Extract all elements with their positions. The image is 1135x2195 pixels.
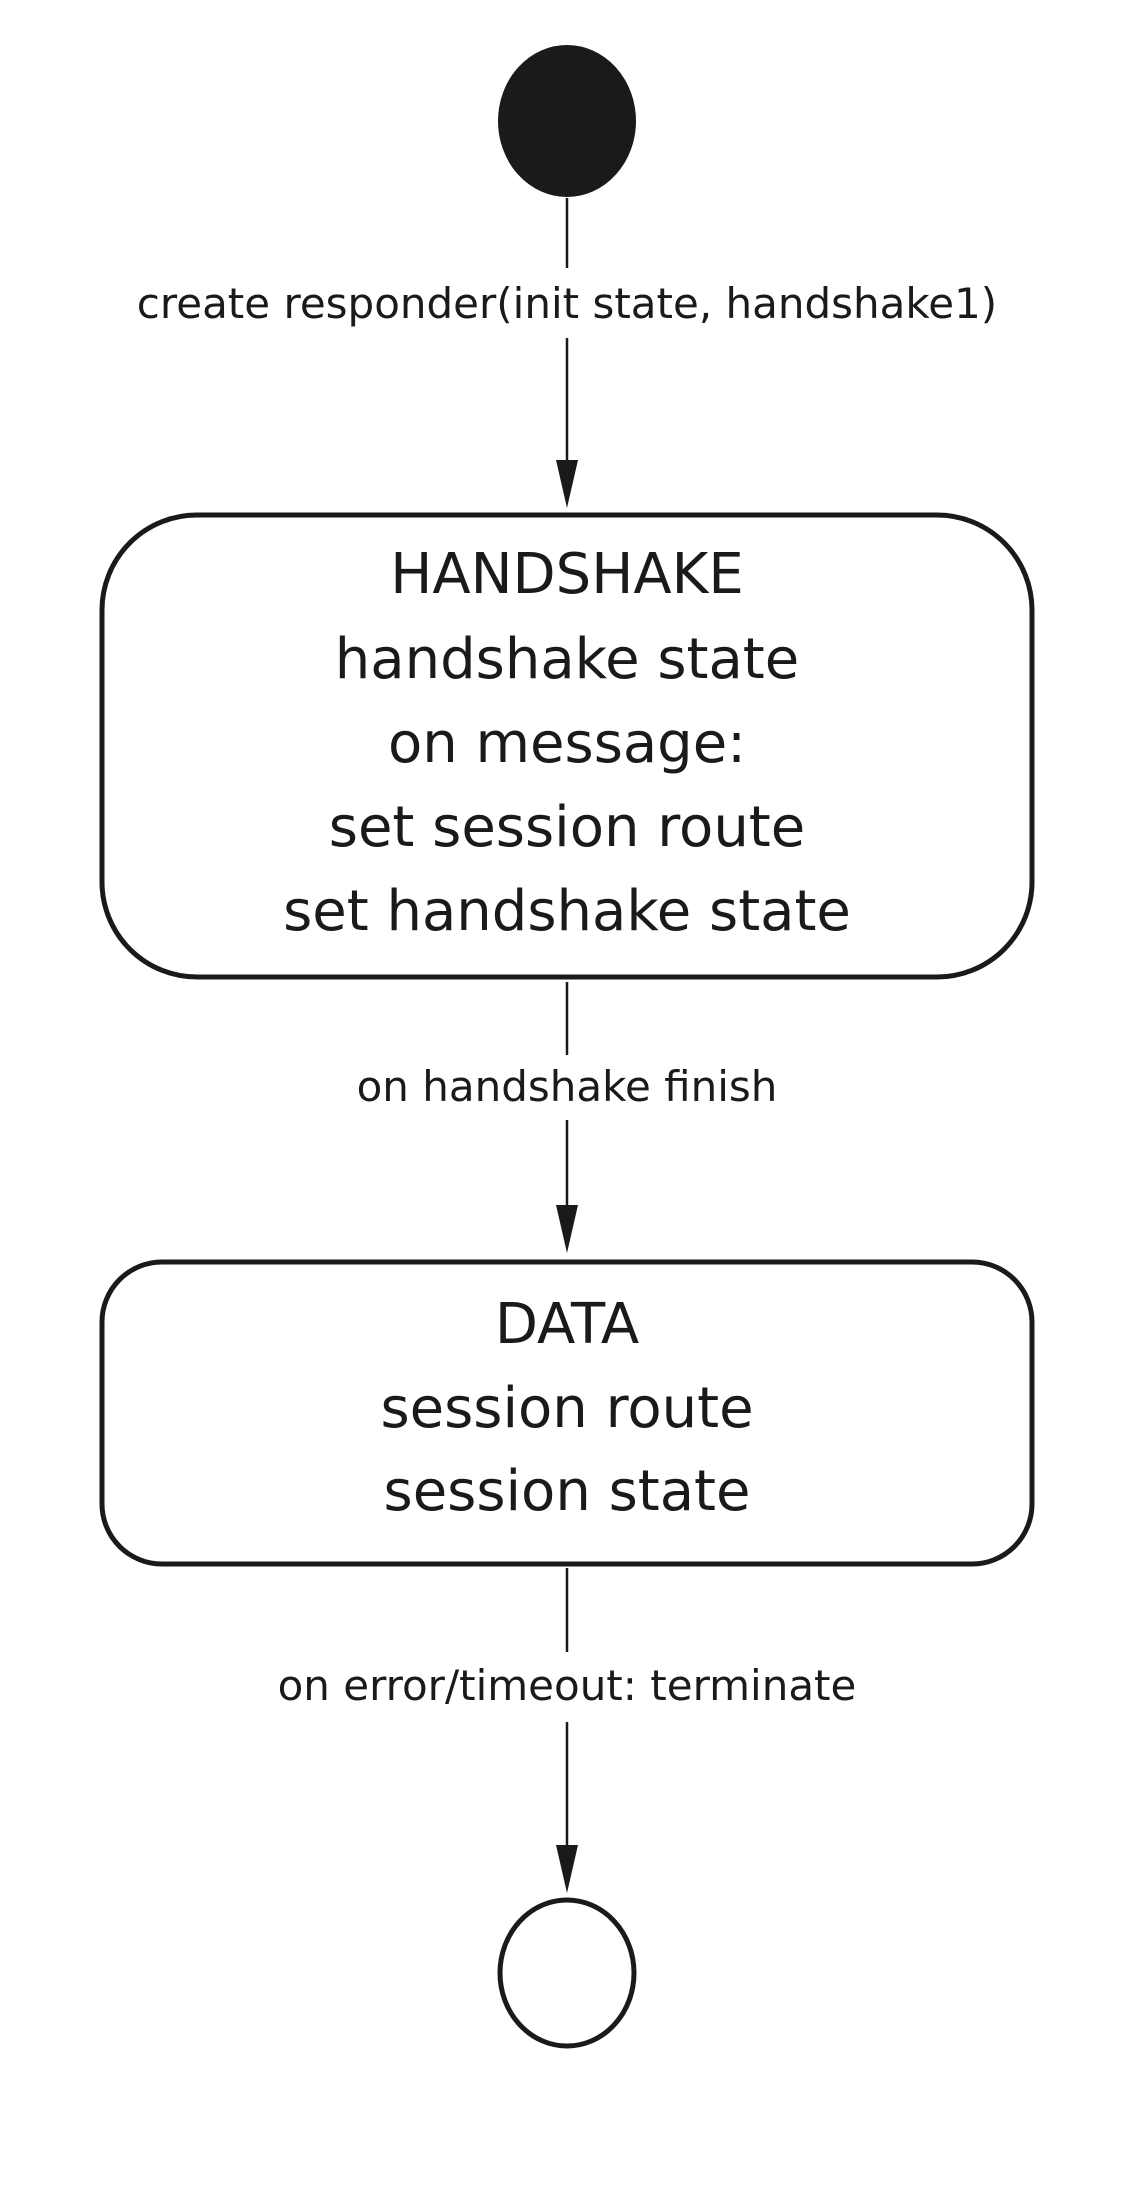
arrow-head bbox=[556, 1205, 578, 1253]
state-line: set session route bbox=[329, 795, 805, 860]
state-title: HANDSHAKE bbox=[390, 542, 744, 607]
state-title: DATA bbox=[495, 1292, 639, 1357]
state-line: session route bbox=[380, 1376, 753, 1441]
state-box bbox=[99, 512, 1035, 980]
edge-label: on handshake finish bbox=[357, 1062, 778, 1111]
state-data: DATA session route session state bbox=[99, 1259, 1035, 1567]
arrow-head bbox=[556, 460, 578, 508]
transition-data-to-end: on error/timeout: terminate bbox=[245, 1568, 890, 1893]
edge-label: create responder(init state, handshake1) bbox=[137, 279, 997, 328]
state-line: session state bbox=[384, 1459, 751, 1524]
transition-start-to-handshake: create responder(init state, handshake1) bbox=[110, 198, 1025, 508]
state-line: handshake state bbox=[335, 627, 799, 692]
edge-label: on error/timeout: terminate bbox=[278, 1661, 857, 1710]
transition-handshake-to-data: on handshake finish bbox=[330, 982, 805, 1253]
start-node bbox=[498, 45, 636, 197]
arrow-head bbox=[556, 1845, 578, 1893]
state-line: on message: bbox=[388, 711, 746, 776]
state-line: set handshake state bbox=[283, 879, 851, 944]
state-handshake: HANDSHAKE handshake state on message: se… bbox=[99, 512, 1035, 980]
end-node bbox=[497, 1897, 637, 2049]
state-box bbox=[99, 1259, 1035, 1567]
